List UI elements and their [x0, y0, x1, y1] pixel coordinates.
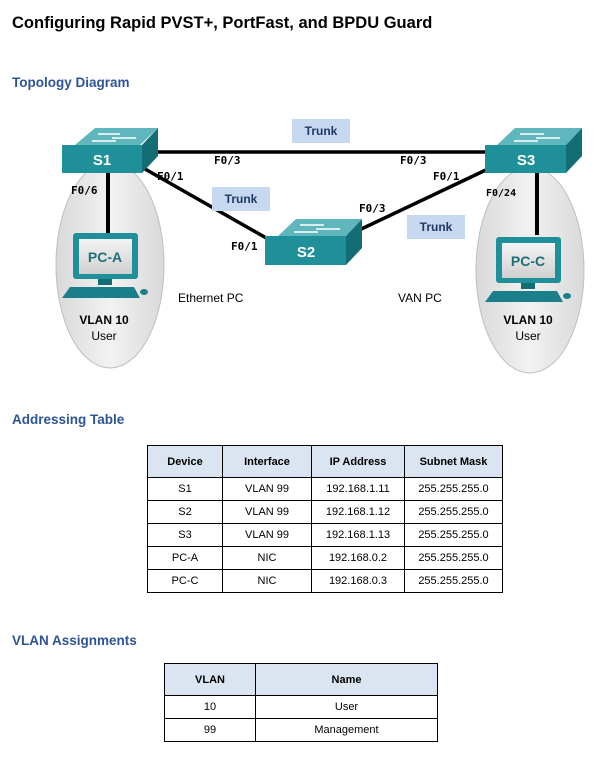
table-row: 99 Management	[164, 718, 438, 742]
cell-subnet: 255.255.255.0	[404, 523, 503, 547]
cell-subnet: 255.255.255.0	[404, 546, 503, 570]
svg-text:S1: S1	[93, 152, 111, 169]
pc-c-vlan: VLAN 10	[503, 313, 553, 327]
svg-text:PC-A: PC-A	[88, 249, 122, 265]
trunk-label-top: Trunk	[292, 119, 350, 143]
cell-ip: 192.168.1.12	[311, 500, 405, 524]
svg-text:S2: S2	[297, 244, 315, 261]
cell-interface: VLAN 99	[222, 523, 312, 547]
switch-s1-icon: S1	[62, 128, 158, 173]
table-header-row: Device Interface IP Address Subnet Mask	[147, 445, 503, 478]
cell-ip: 192.168.0.2	[311, 546, 405, 570]
vlan-table: VLAN Name 10 User 99 Management	[164, 663, 438, 742]
cell-ip: 192.168.0.3	[311, 569, 405, 593]
port-s1-f01: F0/1	[157, 170, 184, 183]
link-s3-s2	[354, 166, 491, 234]
table-row: PC-A NIC 192.168.0.2 255.255.255.0	[147, 546, 503, 570]
cell-vlan: 10	[164, 695, 256, 719]
svg-text:PC-C: PC-C	[511, 253, 545, 269]
cell-device: PC-C	[147, 569, 223, 593]
addressing-table: Device Interface IP Address Subnet Mask …	[147, 445, 503, 593]
header-ip: IP Address	[311, 445, 405, 478]
cell-ip: 192.168.1.13	[311, 523, 405, 547]
ethernet-pc-note: Ethernet PC	[178, 291, 244, 305]
port-s3-f01: F0/1	[433, 170, 460, 183]
pc-c-icon: PC-C	[485, 237, 571, 302]
svg-text:S3: S3	[517, 152, 535, 169]
topology-heading: Topology Diagram	[12, 75, 130, 90]
cell-device: S1	[147, 477, 223, 501]
topology-diagram: Trunk Trunk Trunk S1 S3 S2	[55, 119, 585, 374]
cell-interface: NIC	[222, 546, 312, 570]
cell-name: User	[255, 695, 438, 719]
trunk-label-left: Trunk	[212, 187, 270, 211]
cell-interface: NIC	[222, 569, 312, 593]
page-title: Configuring Rapid PVST+, PortFast, and B…	[12, 14, 433, 32]
port-s3-f024: F0/24	[486, 188, 516, 199]
port-s2-f01: F0/1	[231, 240, 258, 253]
table-header-row: VLAN Name	[164, 663, 438, 696]
table-row: PC-C NIC 192.168.0.3 255.255.255.0	[147, 569, 503, 593]
port-s1-f06: F0/6	[71, 184, 98, 197]
cell-device: S3	[147, 523, 223, 547]
pc-a-vlan-name: User	[91, 329, 116, 343]
header-subnet: Subnet Mask	[404, 445, 503, 478]
table-row: S1 VLAN 99 192.168.1.11 255.255.255.0	[147, 477, 503, 501]
port-s2-f03: F0/3	[359, 202, 386, 215]
header-device: Device	[147, 445, 223, 478]
switch-s3-icon: S3	[485, 128, 582, 173]
cell-interface: VLAN 99	[222, 500, 312, 524]
port-s3-f03: F0/3	[400, 154, 427, 167]
pc-c-vlan-name: User	[515, 329, 540, 343]
addressing-heading: Addressing Table	[12, 412, 125, 427]
vlan-heading: VLAN Assignments	[12, 633, 137, 648]
cell-device: S2	[147, 500, 223, 524]
cell-subnet: 255.255.255.0	[404, 569, 503, 593]
cell-ip: 192.168.1.11	[311, 477, 405, 501]
van-pc-note: VAN PC	[398, 291, 442, 305]
pc-a-vlan: VLAN 10	[79, 313, 129, 327]
switch-s2-icon: S2	[265, 219, 362, 265]
table-row: S3 VLAN 99 192.168.1.13 255.255.255.0	[147, 523, 503, 547]
cell-subnet: 255.255.255.0	[404, 500, 503, 524]
header-name: Name	[255, 663, 438, 696]
svg-text:Trunk: Trunk	[305, 124, 338, 138]
pc-a-icon: PC-A	[62, 233, 148, 298]
svg-text:Trunk: Trunk	[420, 220, 453, 234]
cell-subnet: 255.255.255.0	[404, 477, 503, 501]
cell-vlan: 99	[164, 718, 256, 742]
port-s1-f03: F0/3	[214, 154, 241, 167]
cell-device: PC-A	[147, 546, 223, 570]
header-interface: Interface	[222, 445, 312, 478]
svg-text:Trunk: Trunk	[225, 192, 258, 206]
table-row: 10 User	[164, 695, 438, 719]
header-vlan: VLAN	[164, 663, 256, 696]
link-s1-s2	[137, 163, 276, 245]
table-row: S2 VLAN 99 192.168.1.12 255.255.255.0	[147, 500, 503, 524]
cell-name: Management	[255, 718, 438, 742]
cell-interface: VLAN 99	[222, 477, 312, 501]
trunk-label-right: Trunk	[407, 215, 465, 239]
